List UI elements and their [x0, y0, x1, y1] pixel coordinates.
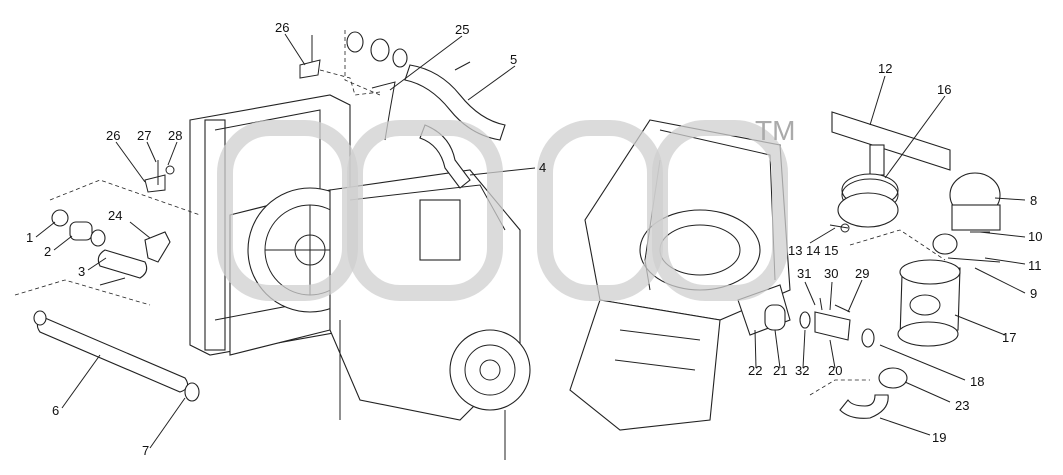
watermark-logo: TM — [217, 115, 795, 301]
part-label-15: 15 — [824, 243, 838, 258]
part-label-6: 6 — [52, 403, 59, 418]
ring-23 — [878, 367, 908, 389]
bracket-12 — [831, 111, 951, 171]
part-label-22: 22 — [748, 363, 762, 378]
part-label-17: 17 — [1002, 330, 1016, 345]
part-label-29: 29 — [855, 266, 869, 281]
part-label-7: 7 — [142, 443, 149, 458]
part-label-23: 23 — [955, 398, 969, 413]
part-label-19: 19 — [932, 430, 946, 445]
part-label-16: 16 — [937, 82, 951, 97]
part-labels: 1 2 3 4 5 6 7 8 9 10 11 12 13 14 15 16 1… — [26, 20, 1042, 458]
part-label-28: 28 — [168, 128, 182, 143]
part-label-4: 4 — [539, 160, 546, 175]
part-label-13: 13 — [788, 243, 802, 258]
part-label-9: 9 — [1030, 286, 1037, 301]
part-label-8: 8 — [1030, 193, 1037, 208]
part-label-1: 1 — [26, 230, 33, 245]
elbow-19 — [839, 394, 889, 419]
part-label-14: 14 — [806, 243, 820, 258]
part-label-32: 32 — [795, 363, 809, 378]
part-label-11: 11 — [1028, 258, 1042, 273]
part-label-18: 18 — [970, 374, 984, 389]
part-label-26-left: 26 — [106, 128, 120, 143]
part-label-20: 20 — [828, 363, 842, 378]
hose-5 — [404, 64, 506, 141]
part-label-27: 27 — [137, 128, 151, 143]
part-label-10: 10 — [1028, 229, 1042, 244]
part-label-21: 21 — [773, 363, 787, 378]
part-label-30: 30 — [824, 266, 838, 281]
part-label-3: 3 — [78, 264, 85, 279]
right-assembly — [569, 119, 791, 431]
part-label-24: 24 — [108, 208, 122, 223]
left-pipe-parts — [14, 160, 201, 402]
part-label-25: 25 — [455, 22, 469, 37]
watermark-trademark: TM — [755, 115, 795, 146]
leader-lines — [35, 33, 1026, 449]
part-label-31: 31 — [797, 266, 811, 281]
part-label-12: 12 — [878, 61, 892, 76]
part-label-2: 2 — [44, 244, 51, 259]
part-label-5: 5 — [510, 52, 517, 67]
part-label-26-top: 26 — [275, 20, 289, 35]
